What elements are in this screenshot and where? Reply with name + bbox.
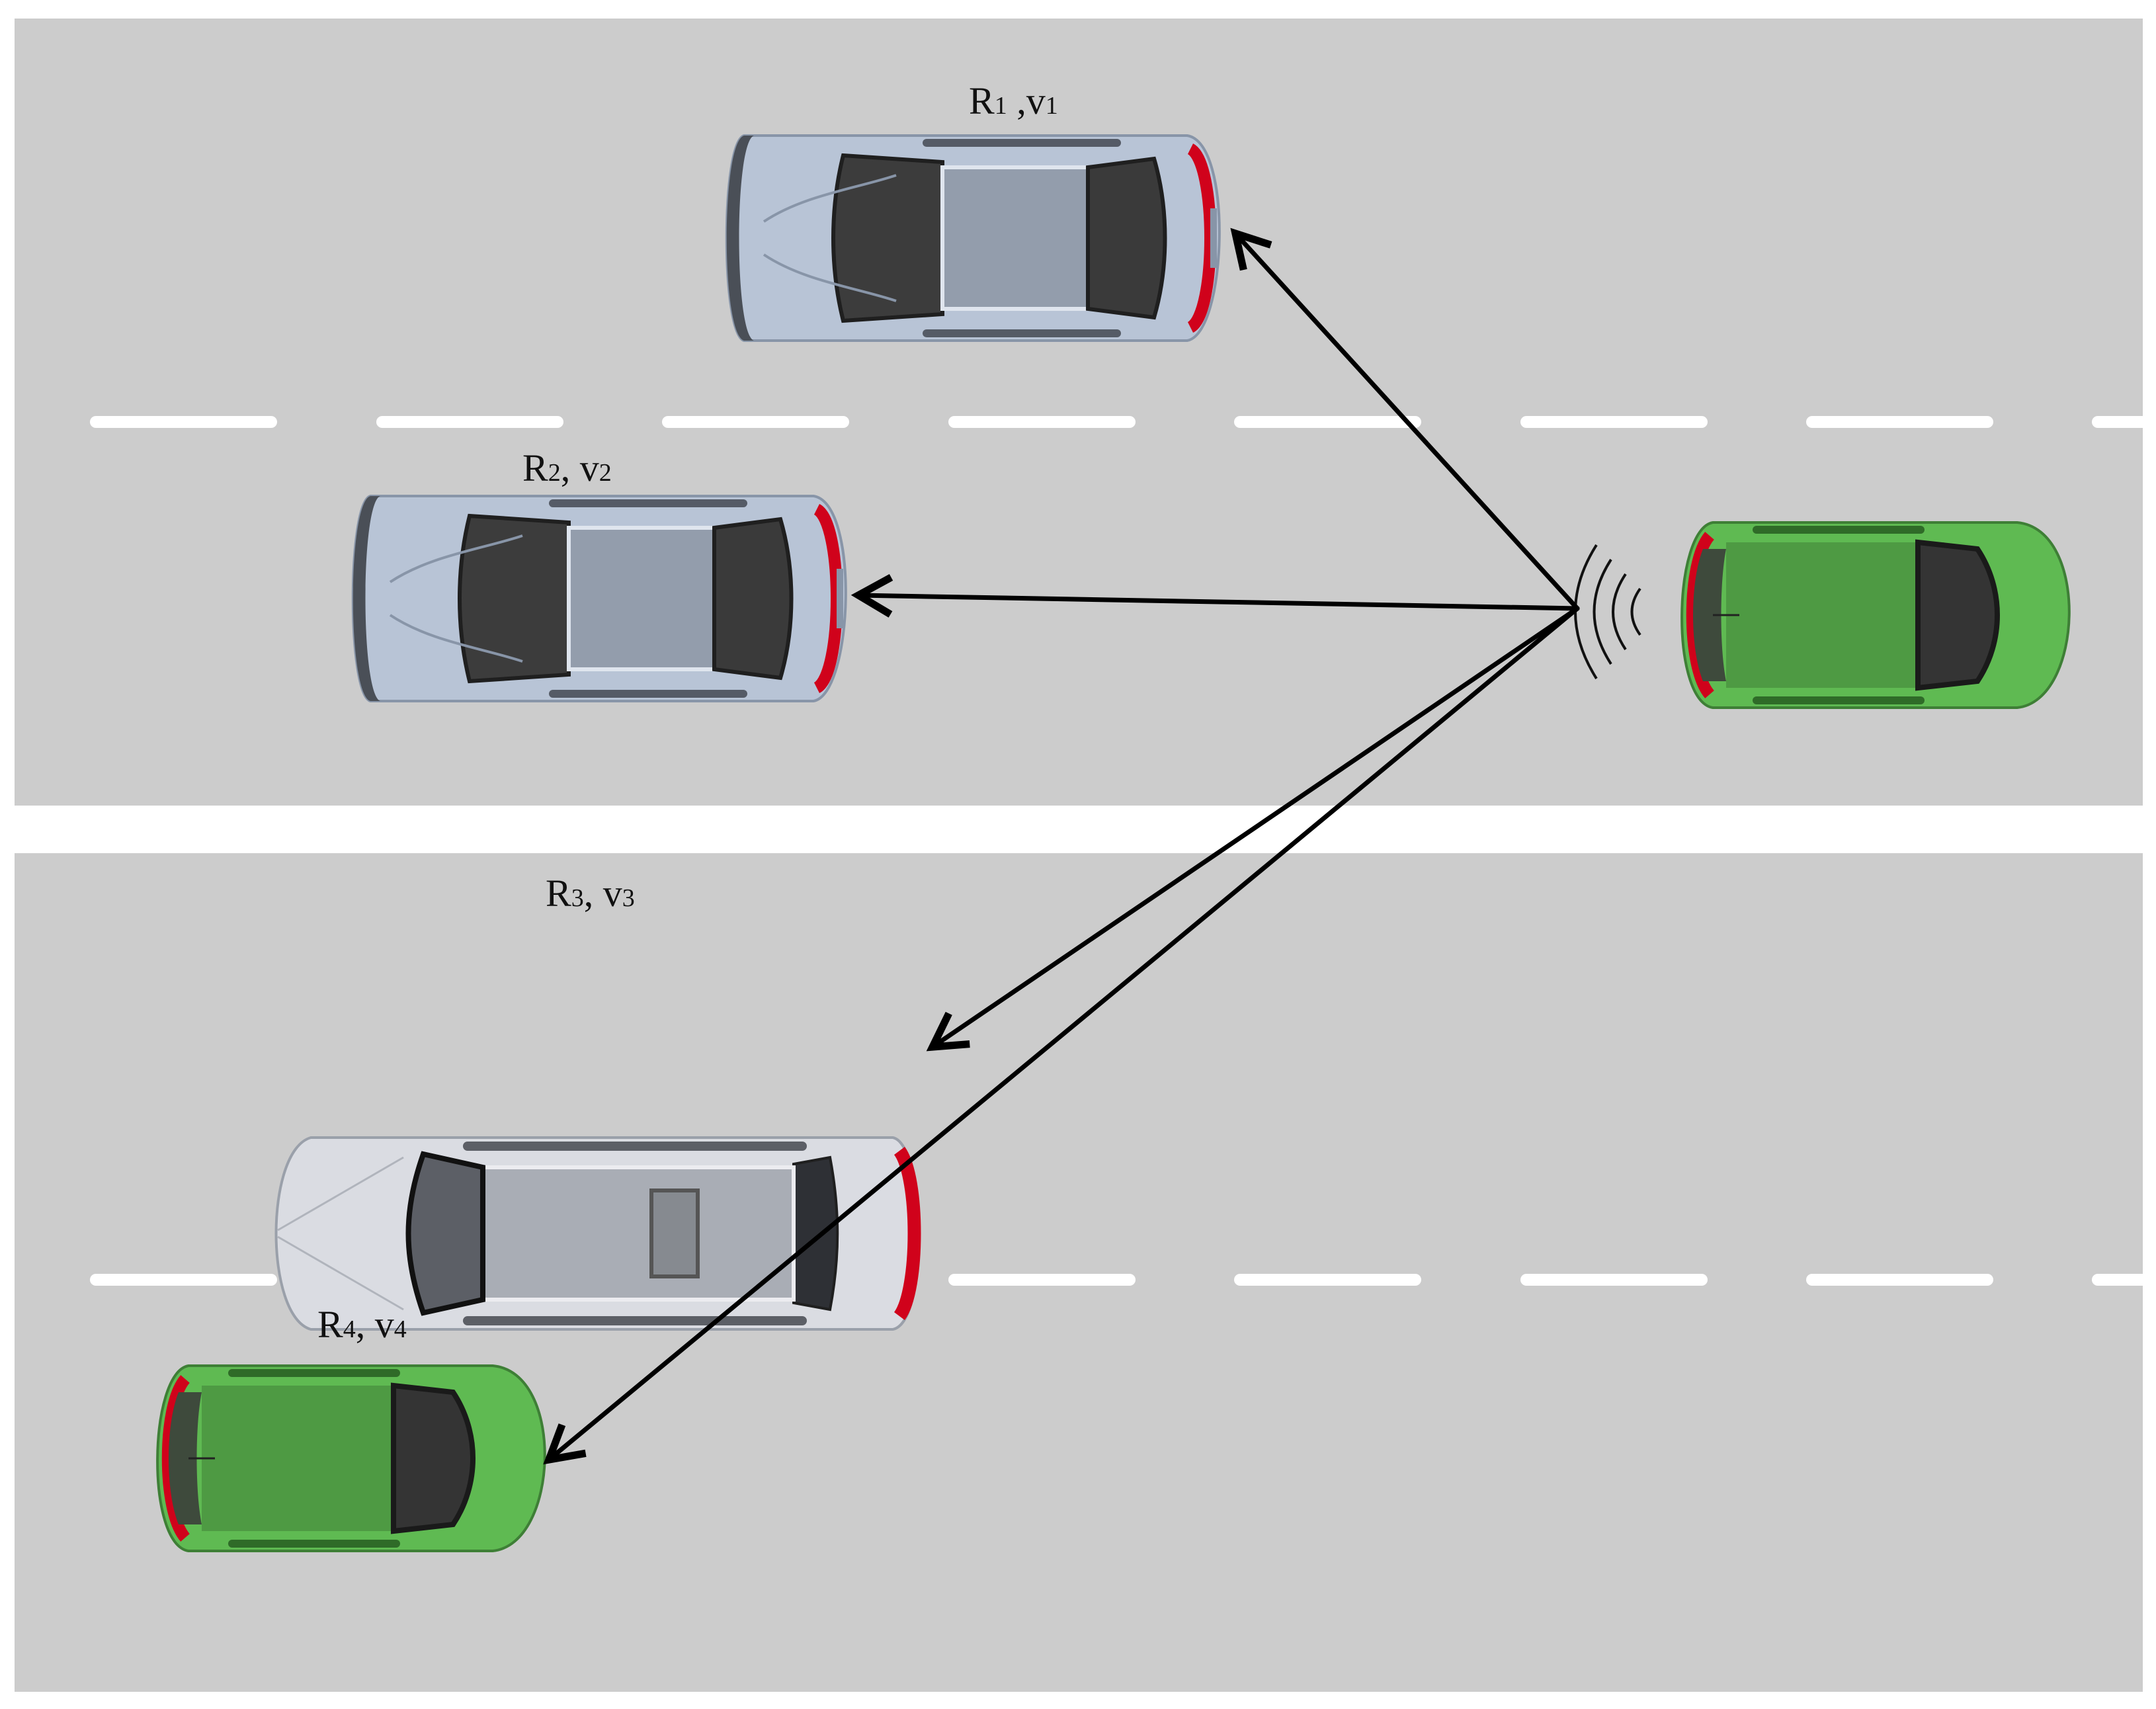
label-target-2: R2, v2: [522, 446, 612, 489]
label-target-1: R1 ,v1: [969, 79, 1058, 122]
label-target-4: R4, v4: [317, 1303, 407, 1346]
ray-to-target-1: [1230, 228, 1580, 611]
ray-to-target-3: [926, 606, 1580, 1052]
label-target-3: R3, v3: [546, 872, 635, 915]
ray-to-target-4: [543, 606, 1580, 1465]
target-car-1: [727, 136, 1220, 341]
radar-car: [1682, 522, 2069, 708]
ray-to-target-2: [850, 573, 1580, 618]
target-car-4: [157, 1366, 545, 1551]
target-car-2: [353, 496, 846, 701]
